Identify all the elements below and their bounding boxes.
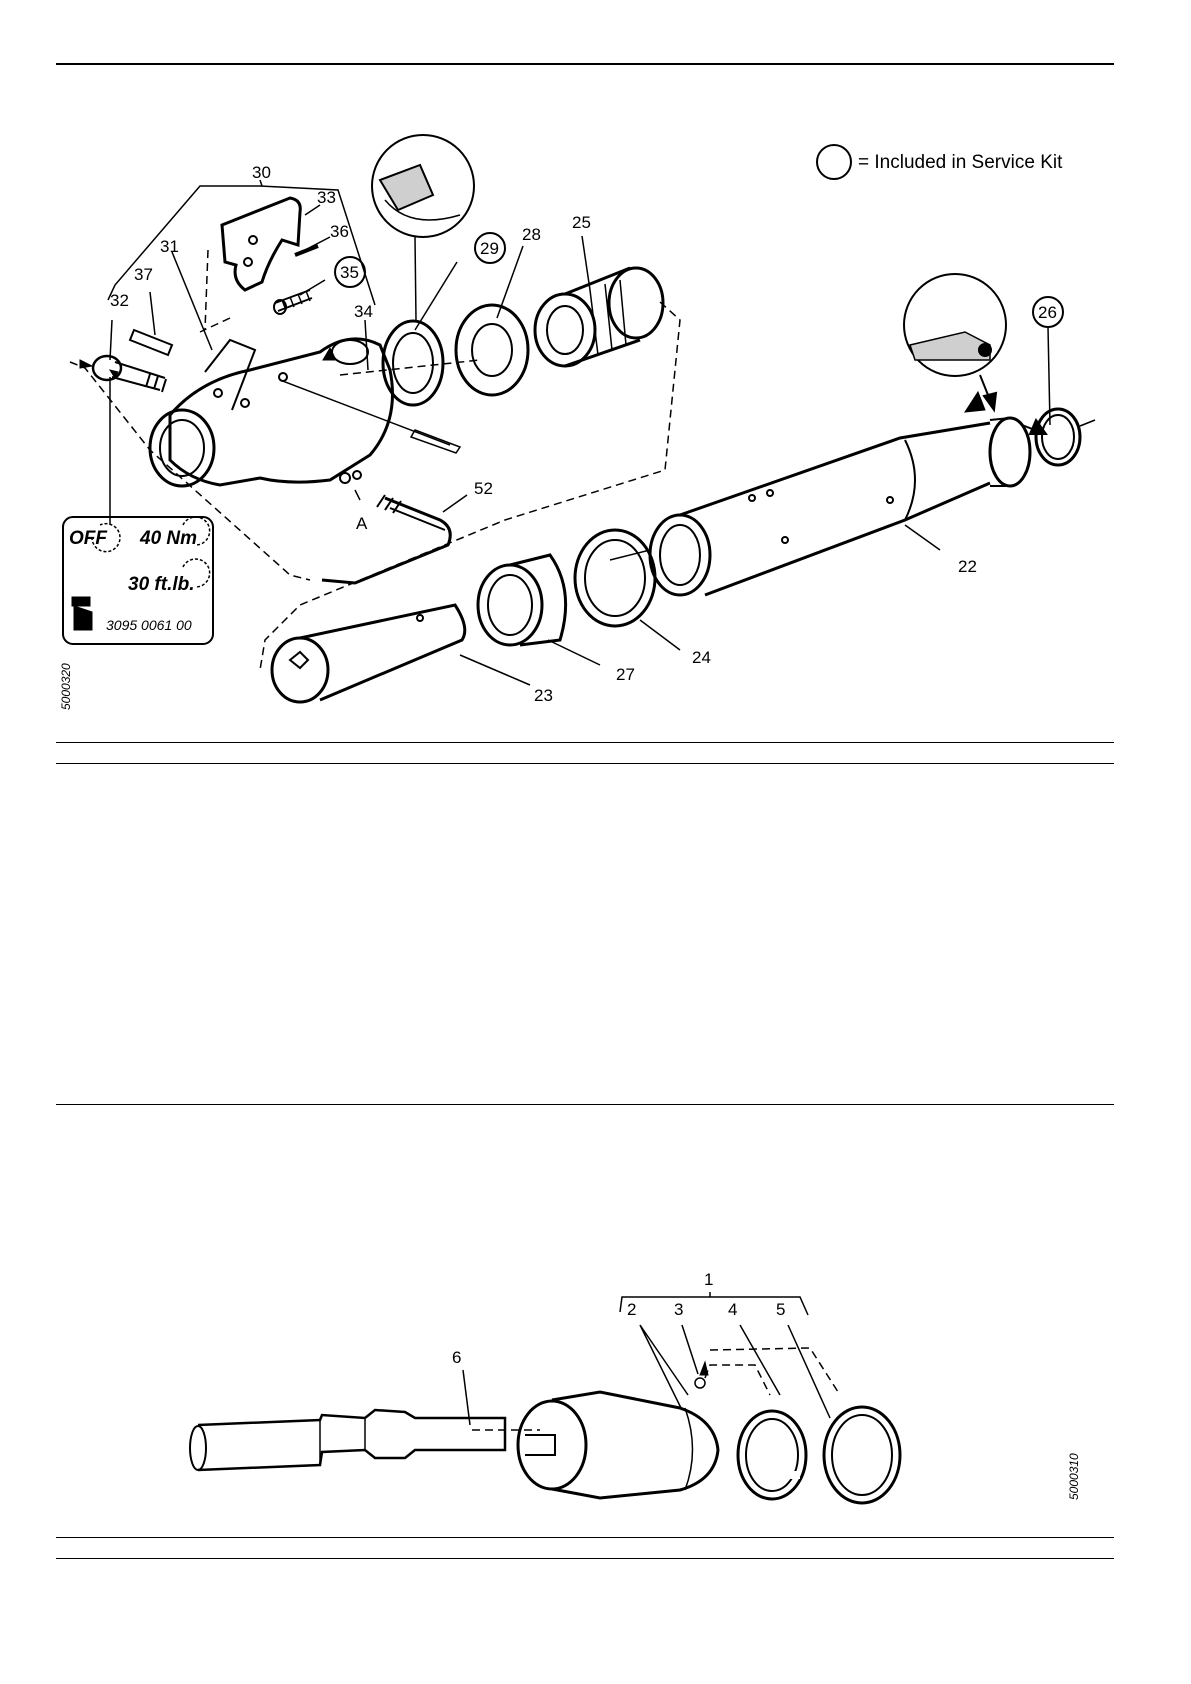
ring-5	[824, 1407, 900, 1503]
label-5: 5	[776, 1300, 785, 1319]
figure-code-bottom: 5000310	[1067, 1453, 1081, 1500]
pin-36	[295, 246, 318, 255]
wrench-hand-icon	[72, 597, 92, 630]
part-labels-bottom: 1 2 3 4 5 6	[452, 1270, 785, 1367]
detail-magnifier-seal	[372, 135, 474, 320]
label-26: 26	[1038, 303, 1057, 322]
spring-35	[274, 290, 312, 314]
housing	[150, 339, 460, 486]
label-52: 52	[474, 479, 493, 498]
label-33: 33	[317, 188, 336, 207]
label-4: 4	[728, 1300, 737, 1319]
leader-lines	[108, 180, 1050, 685]
label-24: 24	[692, 648, 711, 667]
torque-off: OFF	[69, 528, 108, 549]
bearing-cage	[535, 268, 663, 366]
label-28: 28	[522, 225, 541, 244]
label-35: 35	[340, 263, 359, 282]
sleeve-27	[478, 555, 566, 645]
arrow-ball	[700, 1362, 708, 1375]
figure-top: = Included in Service Kit	[59, 135, 1095, 710]
split-ring-4	[738, 1411, 806, 1499]
label-6: 6	[452, 1348, 461, 1367]
label-32: 32	[110, 291, 129, 310]
arrow-groove	[965, 392, 985, 412]
tool-part-number: 3095 0061 00	[106, 617, 192, 633]
assembly-lines-bottom	[472, 1348, 840, 1430]
circled-labels: 35 29 26	[335, 233, 1063, 327]
label-31: 31	[160, 237, 179, 256]
assembly-lines	[70, 250, 680, 670]
label-27: 27	[616, 665, 635, 684]
legend-text: = Included in Service Kit	[858, 152, 1063, 173]
label-22: 22	[958, 557, 977, 576]
leader-lines-bottom	[463, 1292, 830, 1425]
legend-circle-icon	[817, 145, 851, 179]
label-30: 30	[252, 163, 271, 182]
ball-3	[695, 1378, 705, 1388]
figure-bottom: 1 2 3 4 5 6 5000310	[190, 1270, 1081, 1503]
part-labels-top: 30 33 36 31 37 32 34 28 25 52 A 22 23 27…	[110, 163, 977, 705]
ring-24	[575, 530, 655, 626]
label-2: 2	[627, 1300, 636, 1319]
latch-plate	[222, 198, 300, 290]
label-34: 34	[354, 302, 373, 321]
torque-ftlb: 30 ft.lb.	[128, 574, 195, 595]
coupling-body	[518, 1392, 718, 1498]
service-kit-legend: = Included in Service Kit	[817, 145, 1063, 179]
torque-nm: 40 Nm	[139, 528, 197, 549]
detail-magnifier-oring	[904, 274, 1006, 410]
arrow-left	[80, 360, 92, 368]
shaft-23	[272, 605, 465, 702]
seal-rings	[383, 305, 528, 405]
label-A: A	[356, 514, 368, 533]
hex-key-52	[322, 495, 450, 583]
label-3: 3	[674, 1300, 683, 1319]
label-29: 29	[480, 239, 499, 258]
label-37: 37	[134, 265, 153, 284]
torque-box: OFF 40 Nm 30 ft.lb. 3095 0061 00	[63, 517, 213, 644]
label-25: 25	[572, 213, 591, 232]
figure-code-top: 5000320	[59, 663, 73, 710]
pin-37	[130, 330, 172, 355]
label-36: 36	[330, 222, 349, 241]
label-23: 23	[534, 686, 553, 705]
label-1: 1	[704, 1270, 713, 1289]
screw-32	[93, 356, 166, 392]
oring-26	[1022, 409, 1095, 465]
shaft-6	[190, 1410, 505, 1470]
